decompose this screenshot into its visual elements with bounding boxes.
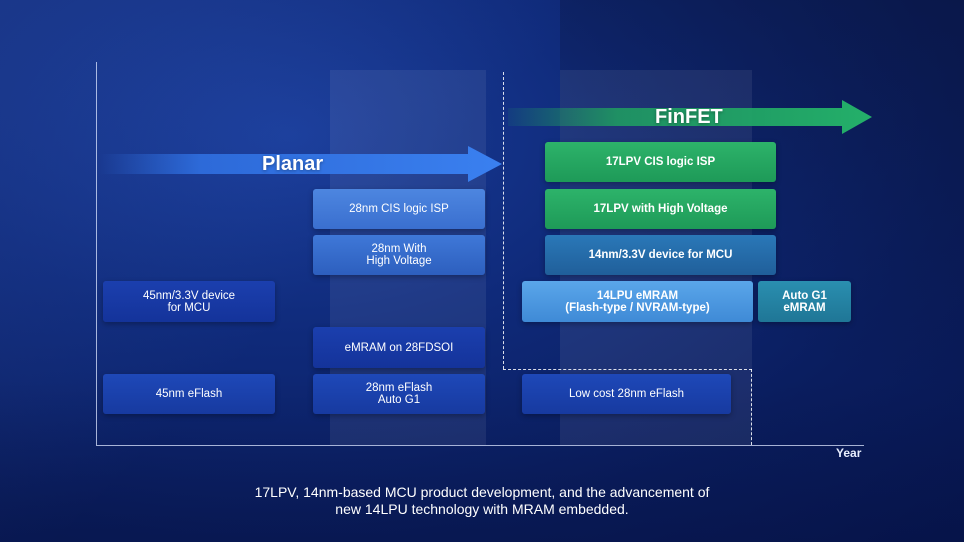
box-14nm-device-mcu: 14nm/3.3V device for MCU [545, 235, 776, 275]
box-28nm-eflash-auto-g1: 28nm eFlash Auto G1 [313, 374, 485, 414]
x-axis-label: Year [836, 446, 862, 460]
box-45nm-eflash: 45nm eFlash [103, 374, 275, 414]
planar-label: Planar [262, 153, 324, 175]
box-17lpv-high-voltage: 17LPV with High Voltage [545, 189, 776, 229]
era-divider-vertical [503, 72, 504, 369]
era-divider-vertical-lower [751, 369, 752, 445]
planar-arrow [100, 146, 502, 182]
era-divider-horizontal [503, 369, 752, 370]
box-28nm-high-voltage: 28nm With High Voltage [313, 235, 485, 275]
x-axis-line [96, 445, 864, 446]
finfet-arrow [508, 100, 872, 134]
box-45nm-device-mcu: 45nm/3.3V device for MCU [103, 281, 275, 322]
box-28nm-cis-logic-isp: 28nm CIS logic ISP [313, 189, 485, 229]
box-lowcost-28nm-eflash: Low cost 28nm eFlash [522, 374, 731, 414]
box-14lpu-emram: 14LPU eMRAM (Flash-type / NVRAM-type) [522, 281, 753, 322]
y-axis-line [96, 62, 97, 445]
slide-caption: 17LPV, 14nm-based MCU product developmen… [254, 484, 710, 517]
finfet-label: FinFET [655, 106, 723, 128]
box-emram-28fdsoi: eMRAM on 28FDSOI [313, 327, 485, 368]
box-auto-g1-emram: Auto G1 eMRAM [758, 281, 851, 322]
box-17lpv-cis-logic-isp: 17LPV CIS logic ISP [545, 142, 776, 182]
